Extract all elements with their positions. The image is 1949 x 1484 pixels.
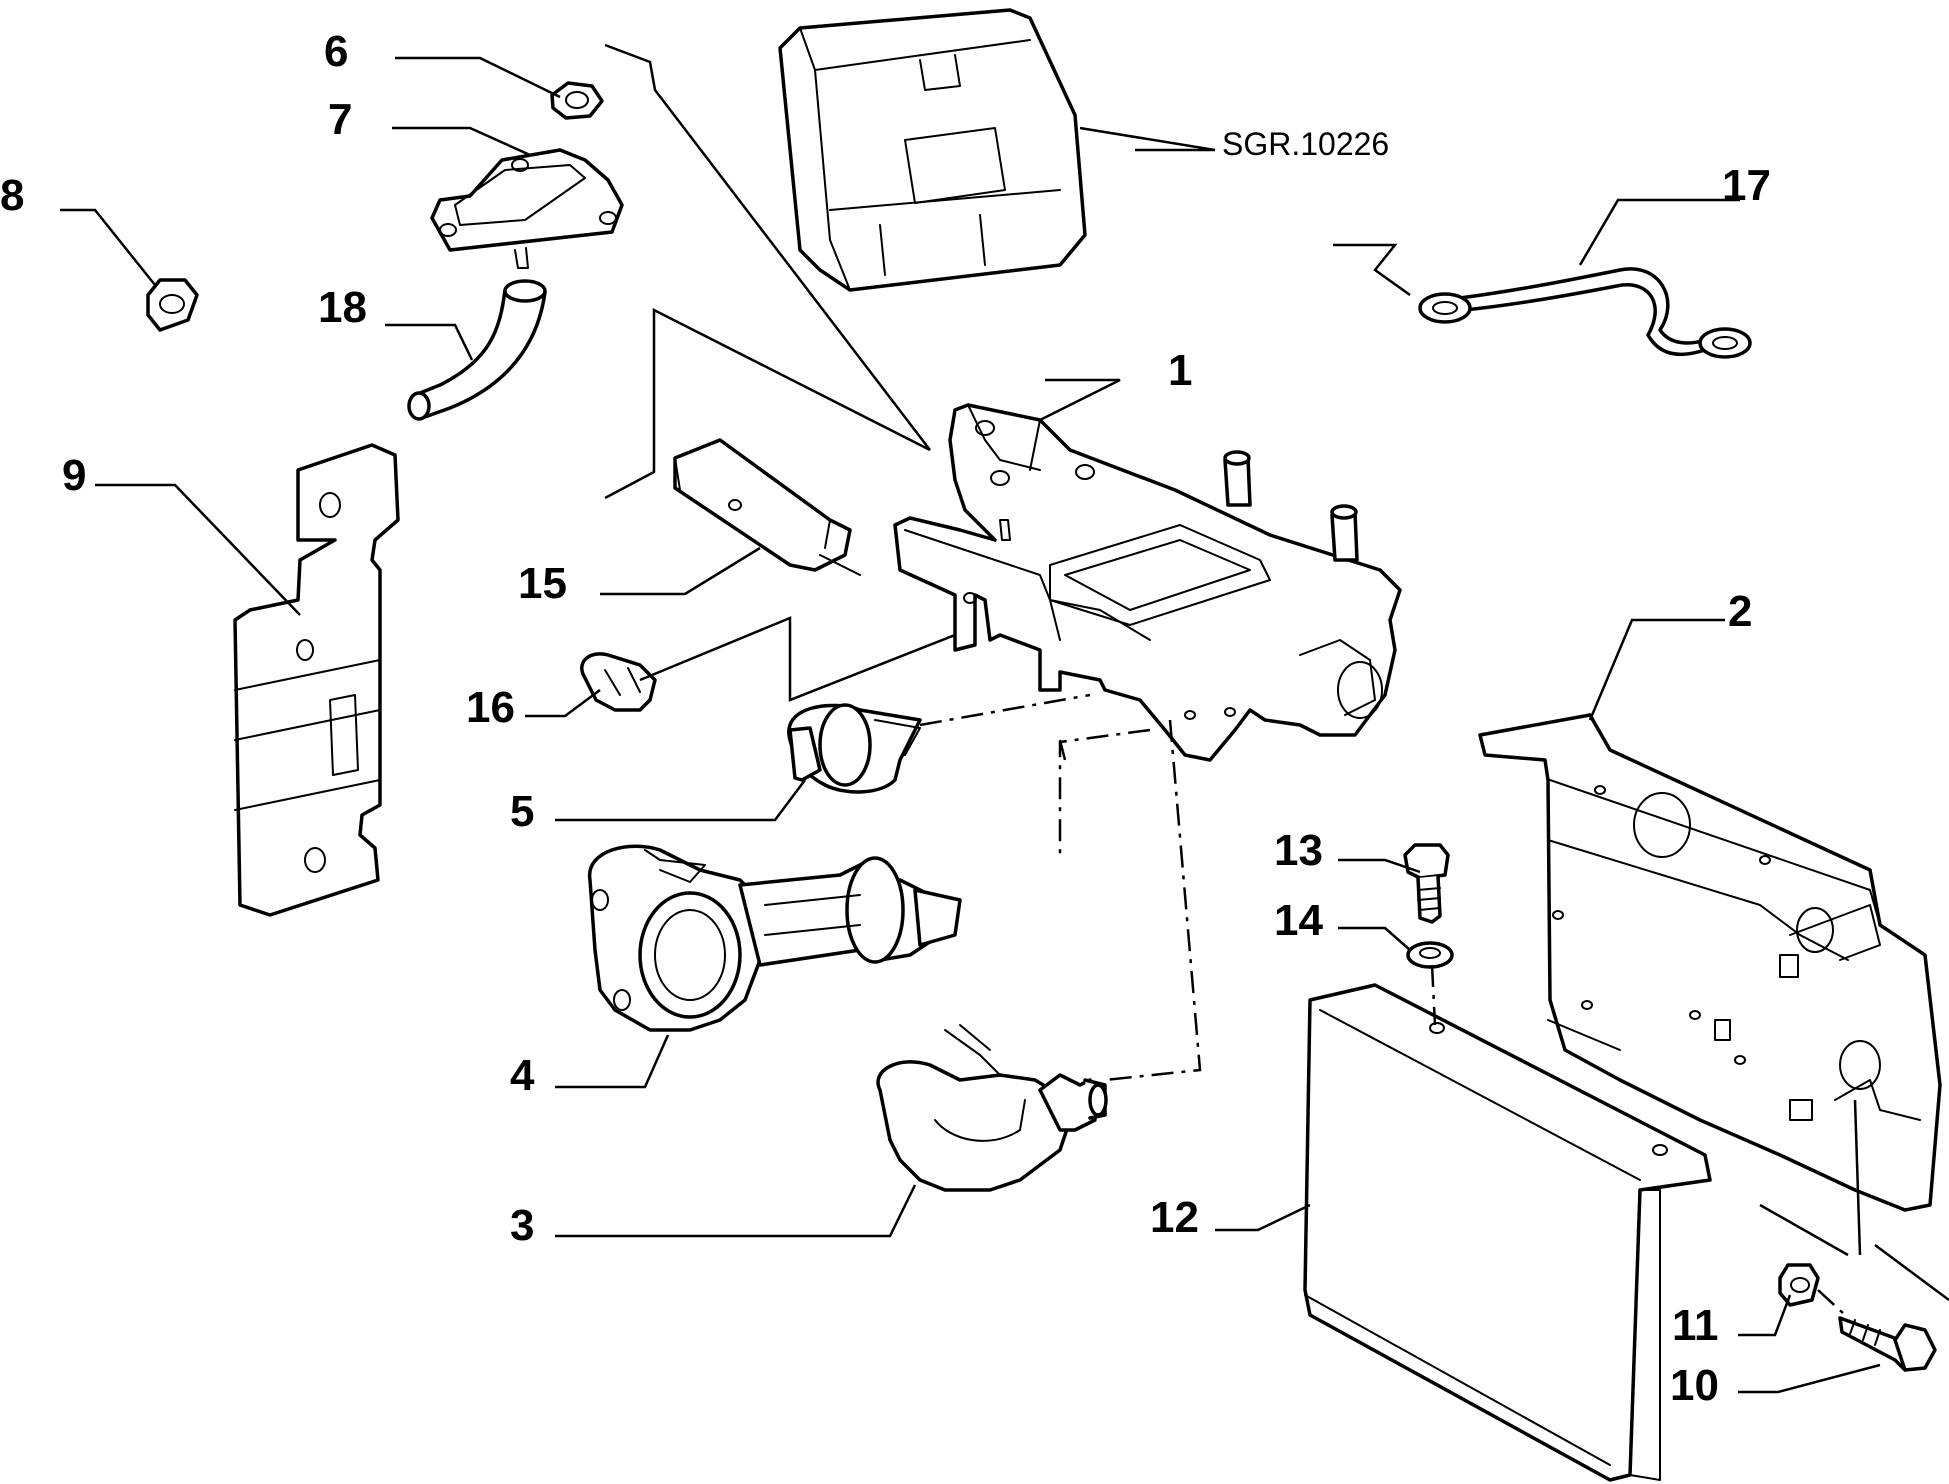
clip-16	[580, 652, 657, 712]
mounting-bracket-1	[893, 403, 1402, 762]
callout-14: 14	[1274, 896, 1323, 945]
reference-code: SGR.10226	[1222, 126, 1389, 162]
ground-strap-17	[1418, 267, 1752, 359]
callout-7: 7	[328, 95, 352, 144]
callout-3: 3	[510, 1201, 534, 1250]
bolt-10	[1838, 1316, 1937, 1372]
callout-17: 17	[1722, 161, 1771, 210]
clamp-3	[876, 1024, 1108, 1192]
leader-lines	[60, 43, 1949, 1394]
cover-plate-12	[1303, 983, 1712, 1482]
flange-nut-11	[1778, 1263, 1820, 1307]
callout-6: 6	[324, 27, 348, 76]
callout-13: 13	[1274, 826, 1323, 875]
callout-16: 16	[466, 683, 515, 732]
callout-labels: 6 7 8 18 9 1 15 16 5 4 3 17 2 13 14 12 1…	[0, 27, 1771, 1410]
callout-9: 9	[62, 451, 86, 500]
nut-6	[550, 81, 604, 120]
callout-12: 12	[1150, 1193, 1199, 1242]
clamp-4	[588, 844, 962, 1032]
callout-11: 11	[1672, 1301, 1719, 1350]
callout-5: 5	[510, 787, 534, 836]
callout-18: 18	[318, 283, 367, 332]
bolt-13	[1403, 843, 1450, 924]
ecu-unit	[778, 8, 1087, 292]
callout-10: 10	[1670, 1361, 1719, 1410]
callout-2: 2	[1728, 587, 1752, 636]
callout-1: 1	[1168, 346, 1192, 395]
callout-8: 8	[0, 171, 24, 220]
centerlines	[919, 693, 1846, 1316]
callout-15: 15	[518, 559, 567, 608]
pressure-sensor-7	[430, 148, 624, 269]
wire-guide-15	[673, 438, 861, 576]
bracket-9	[233, 443, 400, 917]
grommet-5	[787, 703, 922, 794]
cover-panel-2	[1478, 713, 1942, 1212]
washer-14	[1406, 941, 1454, 969]
callout-4: 4	[510, 1051, 535, 1100]
nut-8	[146, 278, 199, 332]
vacuum-hose-18	[407, 279, 547, 421]
